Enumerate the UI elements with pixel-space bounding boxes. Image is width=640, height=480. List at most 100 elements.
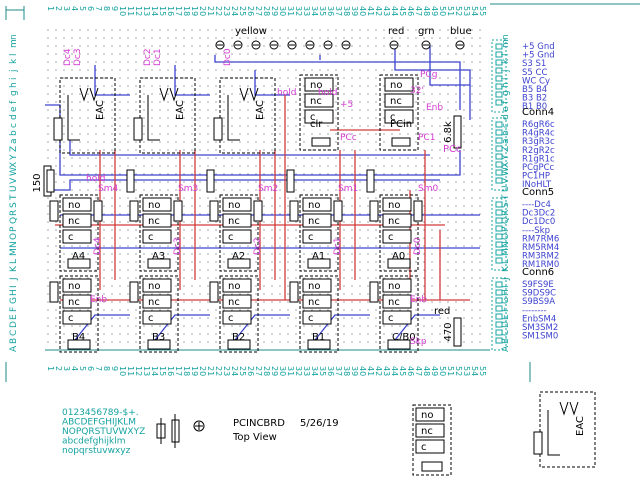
grid-dot [111, 325, 113, 327]
grid-dot [367, 325, 369, 327]
grid-dot [399, 293, 401, 295]
grid-dot [303, 133, 305, 135]
grid-dot [143, 141, 145, 143]
grid-dot [95, 181, 97, 183]
grid-dot [63, 141, 65, 143]
grid-dot [47, 85, 49, 87]
grid-dot [215, 157, 217, 159]
font-sample-line: ABCDEFGHIJKLM [62, 418, 136, 428]
grid-dot [183, 317, 185, 319]
grid-dot [351, 333, 353, 335]
connector-line: ----Dc4 [522, 200, 551, 210]
grid-dot [383, 293, 385, 295]
grid-dot [271, 29, 273, 31]
grid-dot [335, 109, 337, 111]
grid-dot [295, 93, 297, 95]
grid-dot [255, 101, 257, 103]
grid-dot [87, 125, 89, 127]
grid-dot [311, 245, 313, 247]
pin-label: no [148, 281, 160, 292]
grid-dot [239, 69, 241, 71]
grid-dot [479, 133, 481, 135]
grid-dot [151, 109, 153, 111]
grid-dot [119, 85, 121, 87]
pin-label: c [388, 313, 394, 324]
grid-dot [175, 309, 177, 311]
grid-dot [447, 29, 449, 31]
top-ruler-tick: 22 [214, 6, 223, 16]
grid-dot [311, 149, 313, 151]
grid-dot [119, 317, 121, 319]
grid-dot [167, 325, 169, 327]
grid-dot [479, 101, 481, 103]
grid-dot [79, 325, 81, 327]
grid-dot [279, 221, 281, 223]
tag-enb: Enb [90, 295, 107, 305]
grid-dot [199, 197, 201, 199]
grid-dot [407, 165, 409, 167]
grid-dot [271, 285, 273, 287]
grid-dot [311, 277, 313, 279]
left-ruler-letter: E [9, 314, 19, 320]
pin-label: nc [310, 96, 322, 107]
relay-body [379, 275, 419, 353]
grid-dot [63, 269, 65, 271]
grid-dot [335, 29, 337, 31]
grid-dot [159, 309, 161, 311]
grid-dot [303, 93, 305, 95]
grid-dot [471, 309, 473, 311]
grid-dot [239, 245, 241, 247]
grid-dot [367, 69, 369, 71]
grid-dot [439, 101, 441, 103]
grid-dot [175, 197, 177, 199]
grid-dot [79, 69, 81, 71]
grid-dot [455, 301, 457, 303]
grid-dot [383, 253, 385, 255]
grid-dot [207, 277, 209, 279]
grid-dot [111, 85, 113, 87]
relay-coil [147, 258, 171, 269]
grid-dot [463, 253, 465, 255]
grid-dot [119, 333, 121, 335]
bottom-ruler-tick: 41 [366, 366, 375, 376]
grid-dot [423, 117, 425, 119]
grid-dot [335, 85, 337, 87]
connector-pin [495, 289, 503, 296]
grid-dot [135, 77, 137, 79]
grid-dot [447, 149, 449, 151]
grid-dot [175, 101, 177, 103]
grid-dot [199, 125, 201, 127]
grid-dot [391, 325, 393, 327]
grid-dot [135, 189, 137, 191]
grid-dot [143, 341, 145, 343]
grid-dot [479, 301, 481, 303]
grid-dot [447, 237, 449, 239]
grid-dot [111, 149, 113, 151]
left-ruler-letter: M [9, 248, 19, 256]
grid-dot [471, 301, 473, 303]
grid-dot [247, 133, 249, 135]
grid-dot [287, 221, 289, 223]
grid-dot [383, 93, 385, 95]
eac-contact [227, 95, 240, 141]
grid-dot [263, 117, 265, 119]
grid-dot [151, 61, 153, 63]
grid-dot [183, 205, 185, 207]
grid-dot [391, 149, 393, 151]
grid-dot [207, 269, 209, 271]
grid-dot [375, 325, 377, 327]
grid-dot [431, 141, 433, 143]
grid-dot [471, 125, 473, 127]
grid-dot [431, 77, 433, 79]
grid-dot [455, 221, 457, 223]
grid-dot [335, 317, 337, 319]
small-relay-name: clr [310, 119, 323, 130]
grid-dot [255, 197, 257, 199]
grid-dot [151, 149, 153, 151]
grid-dot [303, 29, 305, 31]
grid-dot [111, 245, 113, 247]
grid-dot [103, 301, 105, 303]
grid-dot [127, 125, 129, 127]
grid-dot [351, 253, 353, 255]
grid-dot [199, 245, 201, 247]
